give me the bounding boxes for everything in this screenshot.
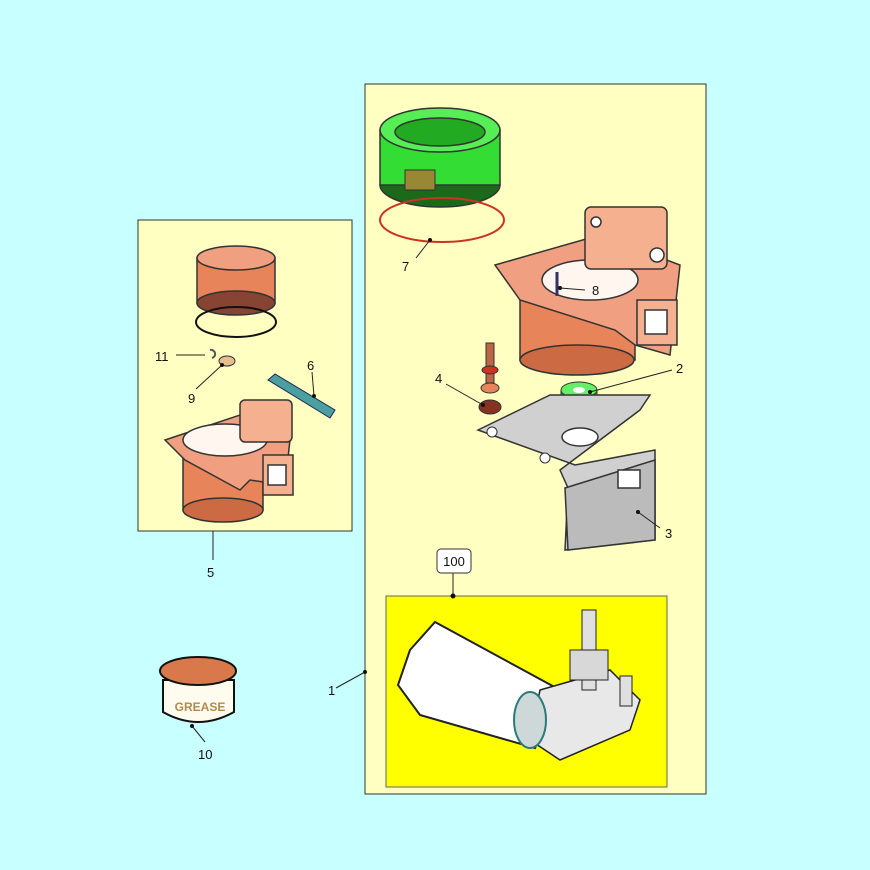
callout-11: 11 <box>155 349 169 364</box>
part-4-fastener-stack[interactable] <box>478 342 502 415</box>
part-11-clip[interactable] <box>209 348 217 359</box>
callout-2: 2 <box>676 361 683 376</box>
part-8-housing[interactable] <box>493 206 681 376</box>
callout-7: 7 <box>402 259 409 274</box>
part-100-motor[interactable] <box>396 609 641 761</box>
callout-100: 100 <box>443 554 465 569</box>
part-5-top-nut[interactable] <box>195 245 277 338</box>
part-7-gear-nut[interactable] <box>379 107 505 243</box>
part-10-grease-tub[interactable]: GREASE <box>159 656 237 723</box>
part-6-shaft[interactable] <box>267 373 336 419</box>
callout-9: 9 <box>188 391 195 406</box>
grease-label: GREASE <box>175 700 226 714</box>
part-3-bracket[interactable] <box>476 394 656 551</box>
callout-6: 6 <box>307 358 314 373</box>
callout-8: 8 <box>592 283 599 298</box>
callout-3: 3 <box>665 526 672 541</box>
callout-5: 5 <box>207 565 214 580</box>
callout-4: 4 <box>435 371 442 386</box>
callout-100-badge: 100 <box>436 548 472 574</box>
part-5-housing[interactable] <box>163 399 294 523</box>
leader-lines <box>176 238 673 743</box>
callout-10: 10 <box>198 747 212 762</box>
callout-1: 1 <box>328 683 335 698</box>
